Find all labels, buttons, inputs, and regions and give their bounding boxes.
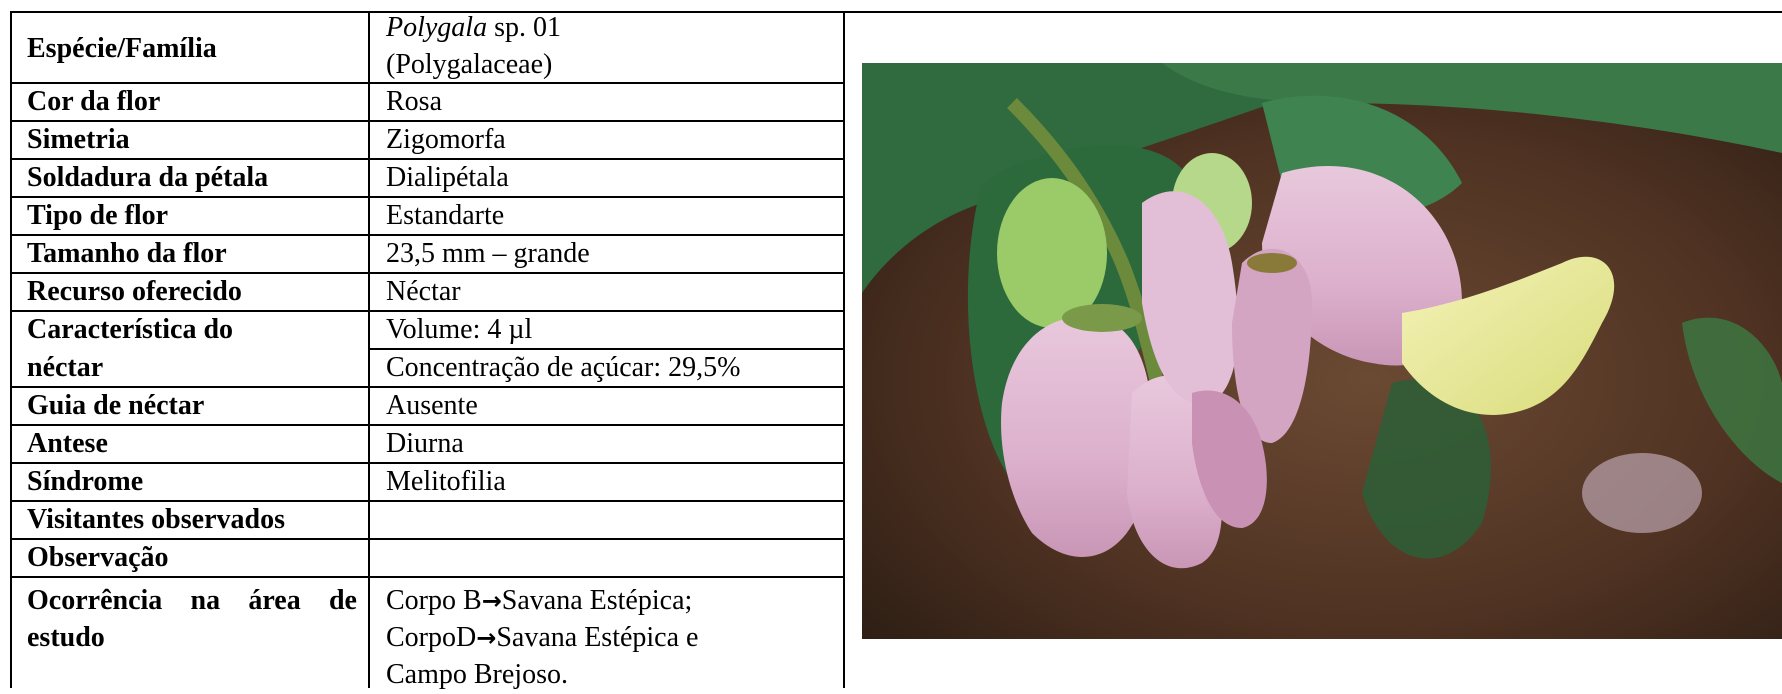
nectar-concentration: Concentração de açúcar: 29,5% [386, 352, 741, 383]
row-label: Cor da flor [27, 86, 161, 117]
species-name: Polygala sp. 01 [386, 9, 561, 47]
occurrence-word: na [190, 585, 221, 616]
occurrence-text: Corpo B [386, 585, 482, 616]
row-divider [10, 424, 845, 426]
row-value: Rosa [386, 86, 442, 117]
row-value: 23,5 mm – grande [386, 238, 590, 269]
occurrence-text: CorpoD [386, 622, 477, 653]
row-divider [10, 120, 845, 122]
row-label: Soldadura da pétala [27, 162, 269, 193]
row-divider [10, 500, 845, 502]
nectar-volume: Volume: 4 µl [386, 314, 533, 345]
row-value: Melitofilia [386, 466, 506, 497]
nectar-label-line2: néctar [27, 352, 104, 383]
row-divider [10, 576, 845, 578]
occurrence-label-line1: Ocorrência na área de [27, 582, 357, 620]
row-value: Estandarte [386, 200, 505, 231]
occurrence-line1: Corpo B→Savana Estépica; [386, 582, 692, 620]
row-value: Néctar [386, 276, 461, 307]
row-divider [10, 196, 845, 198]
row-value: Zigomorfa [386, 124, 506, 155]
row-divider [10, 538, 845, 540]
occurrence-word: Ocorrência [27, 585, 163, 616]
row-divider [10, 158, 845, 160]
row-value: Ausente [386, 390, 478, 421]
row-divider [10, 386, 845, 388]
occurrence-line2: CorpoD→Savana Estépica e [386, 619, 698, 657]
occurrence-line3: Campo Brejoso. [386, 659, 568, 690]
species-suffix: sp. 01 [487, 12, 561, 43]
flower-illustration [862, 63, 1782, 639]
row-divider [10, 462, 845, 464]
row-label: Tamanho da flor [27, 238, 227, 269]
occurrence-text: Savana Estépica; [501, 585, 693, 616]
table-left-border [10, 11, 12, 688]
row-label: Observação [27, 542, 169, 573]
row-value: Diurna [386, 428, 464, 459]
row-divider [10, 234, 845, 236]
genus-name: Polygala [386, 12, 488, 43]
row-label: Visitantes observados [27, 504, 285, 535]
species-family-label: Espécie/Família [27, 33, 217, 64]
row-divider [10, 310, 845, 312]
row-divider [10, 82, 845, 84]
occurrence-label-line2: estudo [27, 622, 105, 653]
row-value: Dialipétala [386, 162, 509, 193]
row-label: Simetria [27, 124, 130, 155]
row-divider [368, 348, 845, 350]
row-label: Recurso oferecido [27, 276, 242, 307]
occurrence-word: de [328, 585, 357, 616]
occurrence-word: área [248, 585, 301, 616]
family-name: (Polygalaceae) [386, 49, 553, 80]
row-label: Guia de néctar [27, 390, 205, 421]
nectar-label-line1: Característica do [27, 314, 234, 345]
occurrence-text: Savana Estépica e [496, 622, 699, 653]
row-divider [10, 272, 845, 274]
row-label: Síndrome [27, 466, 144, 497]
row-label: Tipo de flor [27, 200, 169, 231]
arrow-right-icon: → [481, 587, 502, 615]
arrow-right-icon: → [476, 624, 497, 652]
table-top-border [10, 11, 1782, 13]
row-label: Antese [27, 428, 108, 459]
pink-flower-photo [862, 63, 1782, 639]
